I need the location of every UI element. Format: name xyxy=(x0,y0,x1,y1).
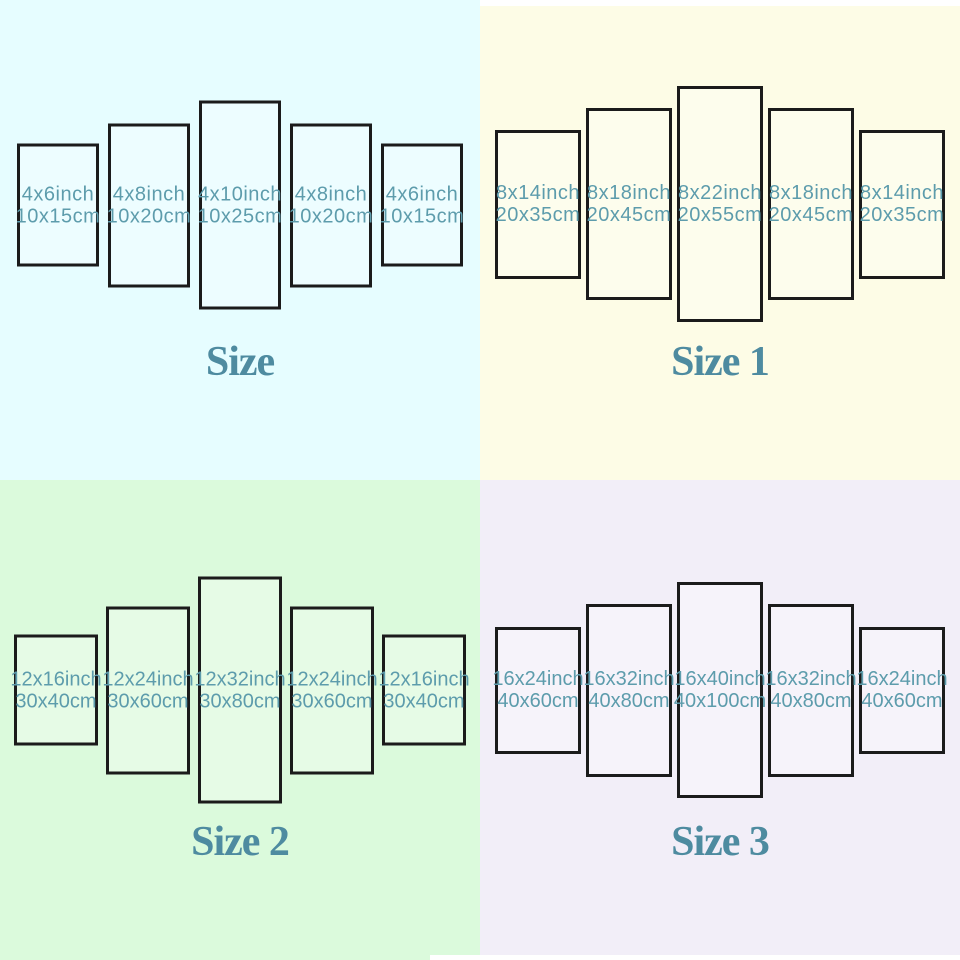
canvas-panel: 4x8inch 10x20cm xyxy=(289,123,374,287)
panel-size-inch: 8x14inch xyxy=(859,182,945,204)
quadrant-title: Size 2 xyxy=(191,819,290,865)
panel-size-cm: 10x15cm xyxy=(15,205,101,227)
panel-size-cm: 10x15cm xyxy=(379,205,465,227)
panel-size-inch: 4x8inch xyxy=(294,183,368,205)
panel-size-inch: 4x10inch xyxy=(197,183,283,205)
panel-size-label: 12x16inch 30x40cm xyxy=(10,668,101,712)
panel-size-inch: 12x32inch xyxy=(194,668,286,690)
panel-size-label: 4x6inch 10x15cm xyxy=(16,183,101,227)
panel-size-label: 12x24inch 30x60cm xyxy=(102,668,193,712)
panel-size-label: 12x24inch 30x60cm xyxy=(286,668,377,712)
panel-size-inch: 8x18inch xyxy=(768,182,854,204)
canvas-panel: 16x32inch 40x80cm xyxy=(765,603,857,777)
canvas-panel: 16x24inch 40x60cm xyxy=(856,626,948,754)
panel-size-inch: 16x24inch xyxy=(856,668,948,690)
canvas-panel: 4x10inch 10x25cm xyxy=(198,100,283,310)
panel-size-inch: 4x8inch xyxy=(112,183,186,205)
panel-size-cm: 30x40cm xyxy=(383,690,465,712)
panel-size-label: 16x32inch 40x80cm xyxy=(765,668,856,712)
panel-size-inch: 12x24inch xyxy=(102,668,194,690)
quadrant-size-1: 8x14inch 20x35cm 8x18inch 20x45cm 8x22in… xyxy=(480,0,960,480)
panel-size-cm: 20x35cm xyxy=(495,204,581,226)
panel-size-label: 16x32inch 40x80cm xyxy=(583,668,674,712)
panel-size-label: 8x14inch 20x35cm xyxy=(496,182,581,226)
panel-row: 4x6inch 10x15cm 4x8inch 10x20cm 4x10inch… xyxy=(16,100,465,310)
panel-row: 16x24inch 40x60cm 16x32inch 40x80cm 16x4… xyxy=(492,582,948,798)
quadrant-size-2: 12x16inch 30x40cm 12x24inch 30x60cm 12x3… xyxy=(0,480,480,960)
panel-size-cm: 20x55cm xyxy=(677,204,763,226)
panel-size-inch: 12x24inch xyxy=(286,668,378,690)
canvas-panel: 8x14inch 20x35cm xyxy=(859,129,945,279)
panel-size-inch: 16x32inch xyxy=(583,668,675,690)
canvas-panel: 12x24inch 30x60cm xyxy=(102,606,194,774)
panel-size-label: 16x24inch 40x60cm xyxy=(492,668,583,712)
panel-size-inch: 16x32inch xyxy=(765,668,857,690)
panel-size-cm: 20x45cm xyxy=(768,204,854,226)
panel-size-label: 12x16inch 30x40cm xyxy=(378,668,469,712)
panel-size-label: 16x24inch 40x60cm xyxy=(856,668,947,712)
panel-size-label: 8x18inch 20x45cm xyxy=(587,182,672,226)
panel-size-cm: 20x45cm xyxy=(586,204,672,226)
quadrant-size: 4x6inch 10x15cm 4x8inch 10x20cm 4x10inch… xyxy=(0,0,480,480)
panel-size-cm: 30x40cm xyxy=(15,690,97,712)
canvas-panel: 12x16inch 30x40cm xyxy=(10,634,102,746)
canvas-panel: 12x32inch 30x80cm xyxy=(194,576,286,804)
panel-size-cm: 20x35cm xyxy=(859,204,945,226)
panel-size-inch: 12x16inch xyxy=(378,668,470,690)
panel-row: 8x14inch 20x35cm 8x18inch 20x45cm 8x22in… xyxy=(495,86,945,322)
panel-size-inch: 4x6inch xyxy=(21,183,95,205)
panel-size-cm: 10x25cm xyxy=(197,205,283,227)
panel-size-cm: 40x60cm xyxy=(861,690,943,712)
panel-size-label: 4x6inch 10x15cm xyxy=(380,183,465,227)
panel-size-label: 8x14inch 20x35cm xyxy=(860,182,945,226)
canvas-panel: 12x24inch 30x60cm xyxy=(286,606,378,774)
canvas-panel: 16x32inch 40x80cm xyxy=(583,603,675,777)
quadrant-size-3: 16x24inch 40x60cm 16x32inch 40x80cm 16x4… xyxy=(480,480,960,960)
panel-size-inch: 8x22inch xyxy=(677,182,763,204)
panel-size-inch: 16x24inch xyxy=(492,668,584,690)
panel-size-inch: 16x40inch xyxy=(674,668,766,690)
panel-size-cm: 40x60cm xyxy=(497,690,579,712)
panel-size-inch: 8x14inch xyxy=(495,182,581,204)
panel-size-inch: 4x6inch xyxy=(385,183,459,205)
panel-size-cm: 10x20cm xyxy=(106,205,192,227)
panel-size-inch: 8x18inch xyxy=(586,182,672,204)
panel-size-cm: 40x100cm xyxy=(673,690,767,712)
canvas-panel: 4x6inch 10x15cm xyxy=(16,143,101,267)
canvas-panel: 8x14inch 20x35cm xyxy=(495,129,581,279)
canvas-panel: 16x40inch 40x100cm xyxy=(674,582,766,798)
panel-size-label: 4x8inch 10x20cm xyxy=(289,183,374,227)
canvas-panel: 8x18inch 20x45cm xyxy=(768,108,854,300)
panel-size-inch: 12x16inch xyxy=(10,668,102,690)
panel-size-label: 4x8inch 10x20cm xyxy=(107,183,192,227)
panel-size-cm: 40x80cm xyxy=(588,690,670,712)
white-gap-bottom xyxy=(430,955,960,960)
panel-size-label: 8x22inch 20x55cm xyxy=(678,182,763,226)
quadrant-title: Size 1 xyxy=(671,339,770,385)
panel-size-label: 8x18inch 20x45cm xyxy=(769,182,854,226)
panel-size-cm: 30x60cm xyxy=(291,690,373,712)
canvas-panel: 8x22inch 20x55cm xyxy=(677,86,763,322)
panel-size-label: 12x32inch 30x80cm xyxy=(194,668,285,712)
canvas-panel: 8x18inch 20x45cm xyxy=(586,108,672,300)
panel-size-label: 16x40inch 40x100cm xyxy=(674,668,766,712)
quadrant-title: Size 3 xyxy=(671,819,770,865)
canvas-panel: 16x24inch 40x60cm xyxy=(492,626,584,754)
panel-size-cm: 30x80cm xyxy=(199,690,281,712)
panel-row: 12x16inch 30x40cm 12x24inch 30x60cm 12x3… xyxy=(10,576,470,804)
panel-size-cm: 10x20cm xyxy=(288,205,374,227)
panel-size-cm: 40x80cm xyxy=(770,690,852,712)
panel-size-label: 4x10inch 10x25cm xyxy=(198,183,283,227)
white-gap-top xyxy=(480,0,960,6)
canvas-panel: 12x16inch 30x40cm xyxy=(378,634,470,746)
canvas-panel: 4x8inch 10x20cm xyxy=(107,123,192,287)
quadrant-title: Size xyxy=(205,339,275,385)
panel-size-cm: 30x60cm xyxy=(107,690,189,712)
canvas-panel: 4x6inch 10x15cm xyxy=(380,143,465,267)
